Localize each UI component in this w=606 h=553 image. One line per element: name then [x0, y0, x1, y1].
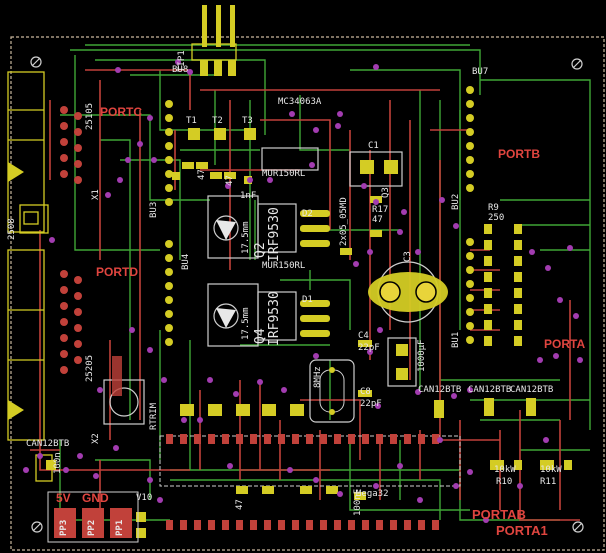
label-bu2: BU2	[451, 193, 461, 210]
label-r9v: 250	[488, 213, 505, 223]
label-mega32: Mega32	[356, 489, 389, 499]
label-can-b: CAN12BTB	[468, 385, 512, 395]
potentiometer	[103, 356, 145, 425]
label-portd: PORTD	[96, 265, 138, 279]
pp-pads	[54, 508, 132, 538]
q4-package	[207, 283, 297, 347]
label-mur150rl-a: MUR150RL	[262, 169, 306, 179]
label-47b: 47	[197, 169, 207, 180]
label-q4: Q4	[253, 328, 268, 344]
mega32-pins	[166, 434, 439, 530]
label-2x05: 2x05_05MD	[339, 197, 349, 246]
mounting-holes	[30, 56, 584, 533]
label-5v: 5V	[56, 491, 71, 505]
label-can-c: CAN12BTB	[510, 385, 554, 395]
label-rtrim: RTRIM	[149, 402, 159, 430]
label-bu3: BU3	[149, 201, 159, 218]
label-r17: R17	[372, 205, 389, 215]
label-irf9530-b: IRF9530	[267, 291, 282, 346]
label-c8: C8	[360, 387, 371, 397]
label-17mm-b: 17.5mm	[241, 307, 251, 340]
bu8-header	[191, 5, 237, 76]
label-47a: 47	[235, 499, 245, 510]
label-q2: Q2	[253, 242, 268, 258]
label-can-a: CAN12BTB	[418, 385, 462, 395]
label-8mhz: 8MHz	[313, 366, 323, 388]
label-mc34063: MC34063A	[278, 97, 322, 107]
label-d2: D2	[302, 209, 313, 219]
label-q3: Q3	[381, 187, 391, 198]
label-portab: PORTAB	[472, 507, 526, 522]
crystal	[309, 359, 355, 423]
label-porta: PORTA	[544, 337, 586, 351]
label-r11: R11	[540, 477, 557, 487]
label-c3v: 1000µF	[417, 339, 427, 372]
label-bu7: BU7	[472, 67, 489, 77]
label-c3: C3	[403, 251, 413, 262]
label-c1: C1	[368, 141, 379, 151]
label-r17v: 47	[372, 215, 383, 225]
label-c4: C4	[358, 331, 369, 341]
label-d1: D1	[302, 295, 313, 305]
vias	[23, 59, 583, 523]
power-block	[47, 491, 139, 543]
label-x1: X1	[91, 189, 101, 200]
label-gnd: GND	[82, 491, 109, 505]
label-t1: T1	[186, 116, 197, 126]
label-x2: X2	[91, 433, 101, 444]
label-can-d: CAN12BTB	[26, 439, 70, 449]
label-bu8: BU8	[172, 65, 189, 75]
label-pp2: PP2	[87, 519, 97, 536]
label-25105: 25105	[85, 102, 95, 130]
label-100n: 100n	[53, 452, 63, 474]
label-bu4: BU4	[181, 253, 191, 270]
label-r9: R9	[488, 203, 499, 213]
label-pp1: PP1	[115, 519, 125, 536]
label-porta1: PORTA1	[496, 523, 548, 538]
label-r10: R10	[496, 477, 513, 487]
label-portb: PORTB	[498, 147, 540, 161]
label-17mm-a: 17.5mm	[241, 221, 251, 254]
label-v10: V10	[136, 493, 153, 503]
header-pins	[165, 86, 474, 346]
label-bu1: BU1	[451, 331, 461, 348]
capacitor-c9	[368, 261, 448, 323]
q2-package	[207, 195, 297, 259]
mosfet-pads	[300, 210, 330, 337]
label-t2: T2	[212, 116, 223, 126]
label-47c: 47	[225, 175, 235, 186]
label-portc: PORTC	[100, 105, 142, 119]
label-c4v: 22pF	[358, 343, 380, 353]
board-outline	[10, 36, 605, 551]
label-c8v: 22pF	[360, 399, 382, 409]
label-r10v: 10kW	[494, 465, 516, 475]
mc34063-box	[261, 147, 319, 171]
label-t3: T3	[242, 116, 253, 126]
resistor-array	[484, 224, 522, 346]
label-tip: TIP1	[177, 50, 187, 72]
connector-arrow	[8, 162, 24, 182]
label-irf9530-a: IRF9530	[267, 207, 282, 262]
capacitor-c3	[387, 337, 417, 387]
label-25205: 25205	[85, 354, 95, 382]
left-connectors	[7, 71, 53, 482]
smd-pads	[46, 128, 572, 538]
connector-arrow	[8, 400, 24, 420]
label-100nf: 100nF	[353, 488, 363, 516]
label-1nf: 1nF	[240, 191, 257, 201]
label-r11v: 10kW	[540, 465, 562, 475]
c1-box	[349, 151, 403, 187]
label-2508: 2508	[7, 218, 17, 240]
label-mur150rl-b: MUR150RL	[262, 261, 306, 271]
label-pp3: PP3	[59, 519, 69, 536]
connector-pins	[60, 106, 82, 374]
